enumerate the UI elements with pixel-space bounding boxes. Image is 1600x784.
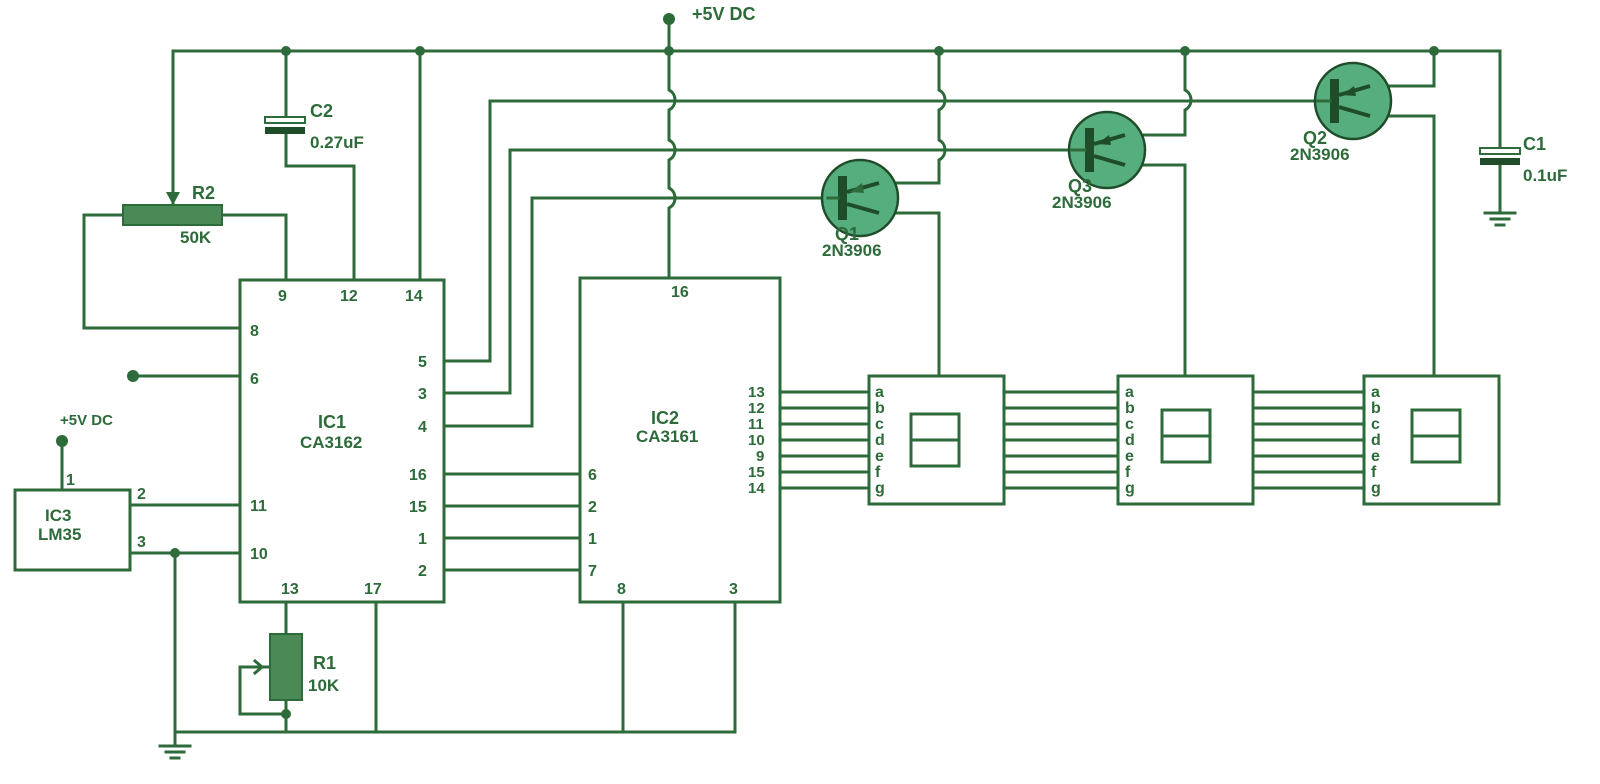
segment-label: b [875, 400, 885, 417]
ground-symbol-c1 [1483, 211, 1517, 227]
ic2-pin-10: 10 [748, 432, 765, 449]
ic2-pin-6: 6 [588, 467, 597, 484]
supply-label-main: +5V DC [692, 4, 756, 24]
junction-dots [56, 13, 1439, 719]
ic2-pin-13: 13 [748, 384, 765, 401]
ic1-pin-2: 2 [418, 563, 427, 580]
segment-label: e [1125, 448, 1134, 465]
ic1-pin-1: 1 [418, 531, 427, 548]
ic2-pin-9: 9 [756, 448, 764, 465]
wires [60, 17, 1502, 734]
ic1-pin-11: 11 [250, 498, 267, 515]
q1-name: Q1 [835, 224, 859, 244]
supply-label-ic3: +5V DC [60, 412, 113, 429]
c1-value: 0.1uF [1523, 166, 1567, 185]
ic1-part: CA3162 [300, 433, 362, 452]
segment-label: d [1371, 432, 1381, 449]
segment-label: d [875, 432, 885, 449]
ic2-pin-15: 15 [748, 464, 765, 481]
ic1-pin-17: 17 [364, 581, 382, 598]
segment-label: a [875, 384, 884, 401]
segment-label: f [1125, 464, 1131, 481]
r2-name: R2 [192, 183, 215, 203]
q3-name: Q3 [1068, 176, 1092, 196]
ic2-chip: IC2 CA3161 16 6 2 1 7 8 3 13 12 11 10 9 … [578, 276, 782, 604]
ic1-pin-10: 10 [250, 546, 268, 563]
ic1-pin-4: 4 [418, 419, 427, 436]
r1-value: 10K [308, 676, 340, 695]
ic3-part: LM35 [38, 525, 81, 544]
ic1-chip: IC1 CA3162 9 12 14 8 6 11 10 13 17 5 3 4… [238, 278, 446, 604]
ic1-pin-6: 6 [250, 371, 259, 388]
ic3-chip: IC3 LM35 1 2 3 [13, 472, 146, 572]
ic3-pin-1: 1 [66, 472, 75, 489]
r1-name: R1 [313, 653, 336, 673]
ic1-name: IC1 [318, 412, 346, 432]
ic2-pin-14: 14 [748, 480, 765, 497]
ic1-pin-14: 14 [405, 288, 423, 305]
q2-name: Q2 [1303, 128, 1327, 148]
transistor-q2: Q2 2N3906 [1290, 61, 1393, 164]
ic1-pin-13: 13 [281, 581, 299, 598]
capacitor-c1: C1 0.1uF [1479, 134, 1567, 185]
segment-label: a [1125, 384, 1134, 401]
ic2-pin-1: 1 [588, 531, 597, 548]
segment-label: f [1371, 464, 1377, 481]
c2-value: 0.27uF [310, 133, 364, 152]
ic2-name: IC2 [651, 408, 679, 428]
ground-symbol-main [158, 730, 192, 760]
ic1-pin-3: 3 [418, 386, 427, 403]
capacitor-c2: C2 0.27uF [264, 101, 364, 152]
ic2-pin-3: 3 [729, 581, 738, 598]
ic2-pin-12: 12 [748, 400, 765, 417]
ic2-pin-2: 2 [588, 499, 597, 516]
ic2-pin-11: 11 [748, 416, 764, 433]
transistor-q3: Q3 2N3906 [1052, 110, 1147, 212]
ic1-pin-9: 9 [278, 288, 287, 305]
resistor-r1: R1 10K [252, 633, 340, 701]
ic2-pin-16: 16 [671, 284, 689, 301]
transistor-q1: Q1 2N3906 [820, 158, 900, 260]
segment-label: b [1125, 400, 1135, 417]
ic3-name: IC3 [45, 506, 71, 525]
ic3-pin-3: 3 [137, 534, 146, 551]
ic2-part: CA3161 [636, 427, 698, 446]
ic3-pin-2: 2 [137, 486, 146, 503]
ic2-pin-7: 7 [588, 563, 597, 580]
segment-label: a [1371, 384, 1380, 401]
segment-label: c [875, 416, 884, 433]
segment-label: g [875, 480, 885, 497]
ic1-pin-16: 16 [409, 467, 427, 484]
q3-part: 2N3906 [1052, 193, 1112, 212]
segment-label: d [1125, 432, 1135, 449]
segment-label: b [1371, 400, 1381, 417]
segment-label: c [1371, 416, 1380, 433]
c1-name: C1 [1523, 134, 1546, 154]
segment-label: g [1371, 480, 1381, 497]
c2-name: C2 [310, 101, 333, 121]
segment-label: e [1371, 448, 1380, 465]
resistor-r2: R2 50K [122, 183, 223, 247]
segment-label: f [875, 464, 881, 481]
ic1-pin-12: 12 [340, 288, 358, 305]
segment-label: e [875, 448, 884, 465]
q1-part: 2N3906 [822, 241, 882, 260]
q2-part: 2N3906 [1290, 145, 1350, 164]
segment-label: c [1125, 416, 1134, 433]
ic1-pin-5: 5 [418, 354, 427, 371]
ic2-pin-8: 8 [617, 581, 626, 598]
ic1-pin-15: 15 [409, 499, 427, 516]
segment-label: g [1125, 480, 1135, 497]
ic1-pin-8: 8 [250, 323, 259, 340]
r2-value: 50K [180, 228, 212, 247]
